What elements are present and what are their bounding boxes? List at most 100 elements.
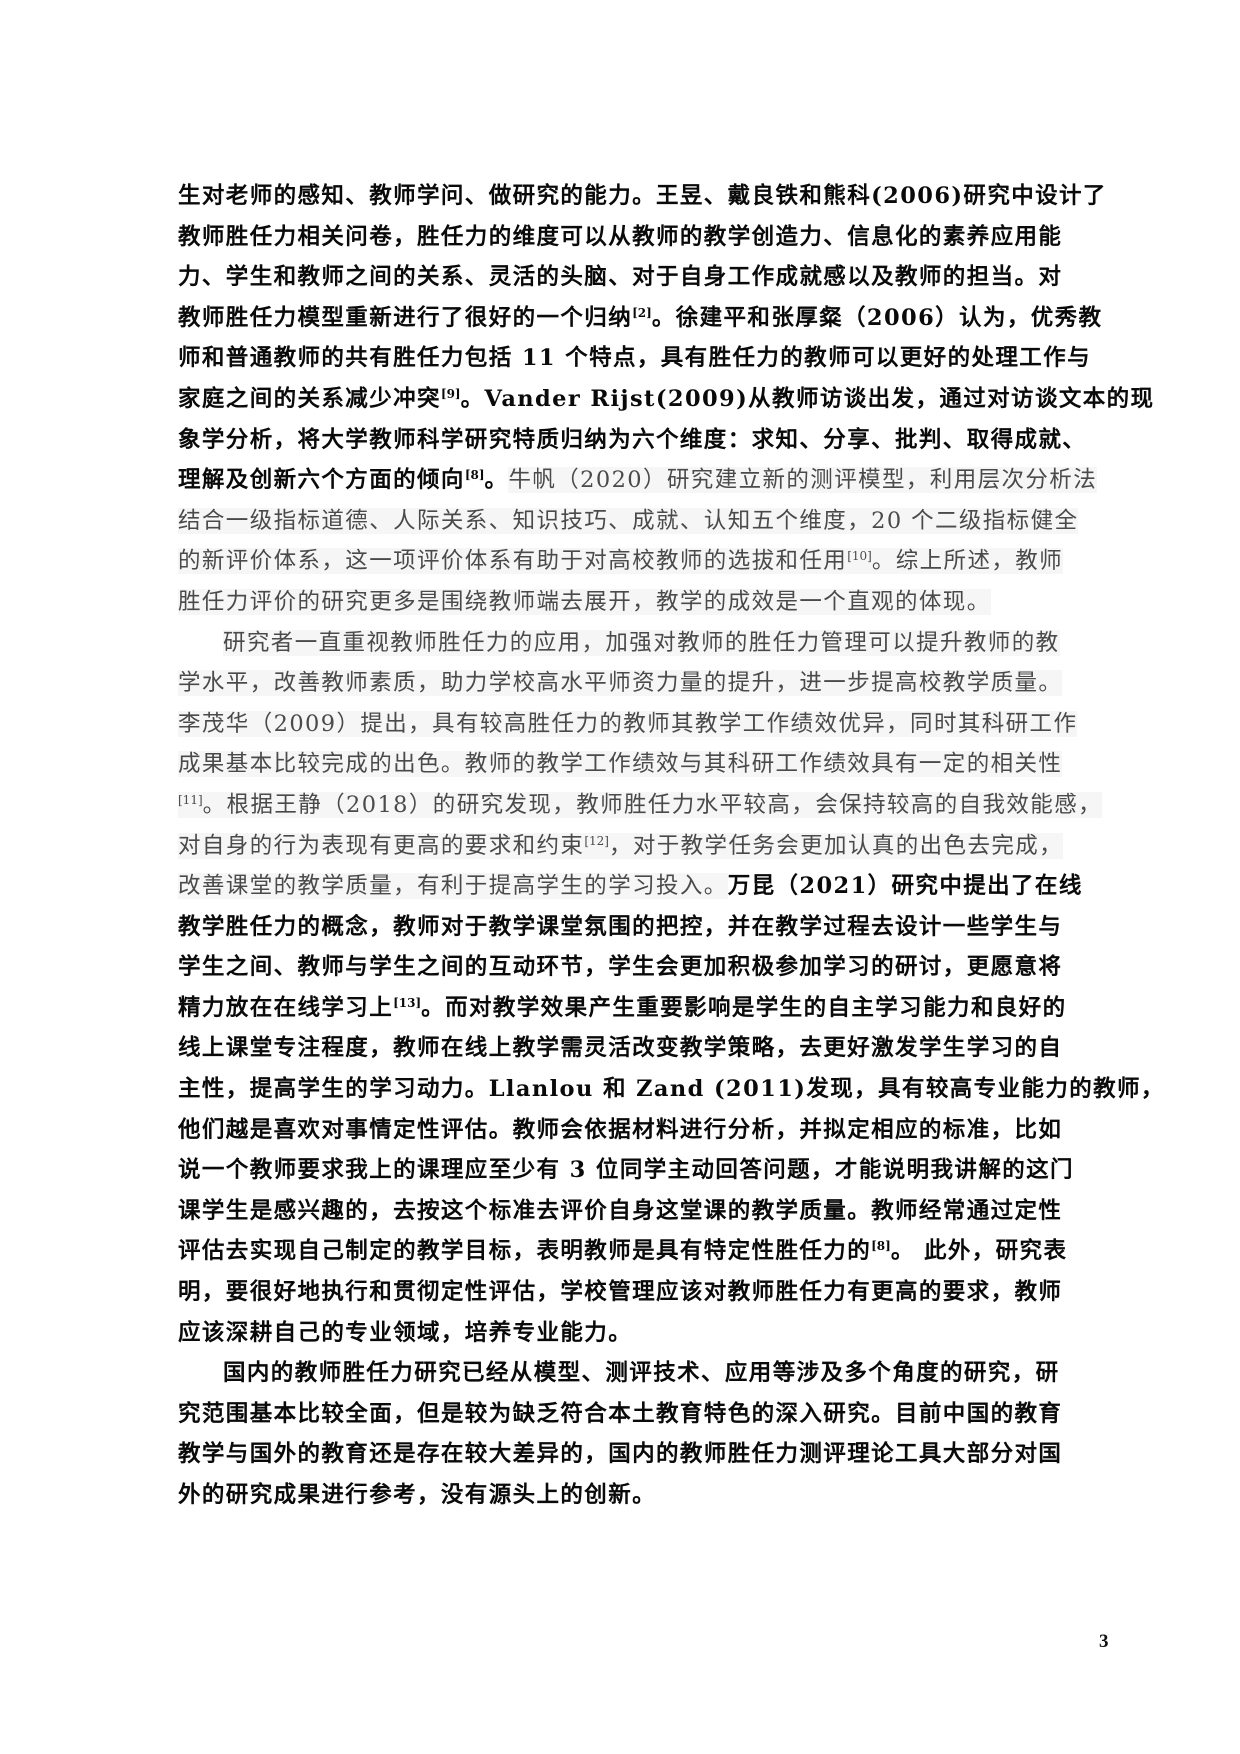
segment-text: 结合一级指标道德、人际关系、知识技巧、成就、认知五个维度，20 个二级指标健全 <box>178 507 1079 534</box>
segment-text-after: 。根据王静（2018）的研究发现，教师胜任力水平较高，会保持较高的自我效能感， <box>202 791 1103 818</box>
text-segment: 成果基本比较完成的出色。教师的教学工作绩效与其科研工作绩效具有一定的相关性 <box>178 751 1063 778</box>
segment-text: 生对老师的感知、教师学问、做研究的能力。王昱、戴良铁和熊科(2006)研究中设计… <box>178 183 1107 209</box>
segment-text: 外的研究成果进行参考，没有源头上的创新。 <box>178 1482 657 1508</box>
text-segment: 外的研究成果进行参考，没有源头上的创新。 <box>178 1482 656 1508</box>
segment-text: 家庭之间的关系减少冲突 <box>178 385 441 412</box>
text-line: [11]。根据王静（2018）的研究发现，教师胜任力水平较高，会保持较高的自我效… <box>178 785 1103 826</box>
text-line: 明，要很好地执行和贯彻定性评估，学校管理应该对教师胜任力有更高的要求，教师 <box>178 1272 1078 1313</box>
text-line: 外的研究成果进行参考，没有源头上的创新。 <box>178 1475 1078 1516</box>
text-line: 研究者一直重视教师胜任力的应用，加强对教师的胜任力管理可以提升教师的教 <box>178 623 1078 664</box>
text-line: 理解及创新六个方面的倾向[8]。牛帆（2020）研究建立新的测评模型，利用层次分… <box>178 460 1098 501</box>
segment-text-after: ，对于教学任务会更加认真的出色去完成， <box>608 832 1064 859</box>
text-line: 究范围基本比较全面，但是较为缺乏符合本土教育特色的深入研究。目前中国的教育 <box>178 1394 1078 1435</box>
citation-reference: [8] <box>871 1239 891 1254</box>
text-line: 师和普通教师的共有胜任力包括 11 个特点，具有胜任力的教师可以更好的处理工作与 <box>178 338 1090 379</box>
text-line: 象学分析，将大学教师科学研究特质归纳为六个维度：求知、分享、批判、取得成就、 <box>178 420 1085 461</box>
segment-text: 牛帆（2020）研究建立新的测评模型，利用层次分析法 <box>508 467 1098 494</box>
text-segment: 教学与国外的教育还是存在较大差异的，国内的教师胜任力测评理论工具大部分对国 <box>178 1441 1062 1467</box>
text-segment: 明，要很好地执行和贯彻定性评估，学校管理应该对教师胜任力有更高的要求，教师 <box>178 1279 1062 1305</box>
text-line: 他们越是喜欢对事情定性评估。教师会依据材料进行分析，并拟定相应的标准，比如 <box>178 1110 1078 1151</box>
text-line: 家庭之间的关系减少冲突[9]。Vander Rijst(2009)从教师访谈出发… <box>178 379 1153 420</box>
segment-text: 学生之间、教师与学生之间的互动环节，学生会更加积极参加学习的研讨，更愿意将 <box>178 954 1063 981</box>
text-segment: 家庭之间的关系减少冲突[9]。Vander Rijst(2009)从教师访谈出发… <box>178 386 1154 412</box>
segment-text: 主性，提高学生的学习动力。Llanlou 和 Zand (2011)发现，具有较… <box>178 1076 1165 1103</box>
text-segment: 学水平，改善教师素质，助力学校高水平师资力量的提升，进一步提高校教学质量。 <box>178 670 1063 697</box>
segment-text-after: 。徐建平和张厚粲（2006）认为，优秀教 <box>651 304 1103 331</box>
page-number: 3 <box>1099 1631 1109 1652</box>
text-segment: 的新评价体系，这一项评价体系有助于对高校教师的选拔和任用[10]。综上所述，教师 <box>178 548 1064 575</box>
segment-text-after: 。Vander Rijst(2009)从教师访谈出发，通过对访谈文本的现 <box>460 385 1155 412</box>
text-segment: 说一个教师要求我上的课理应至少有 3 位同学主动回答问题，才能说明我讲解的这门 <box>178 1157 1074 1183</box>
citation-reference: [11] <box>178 792 203 807</box>
segment-text: 李茂华（2009）提出，具有较高胜任力的教师其教学工作绩效优异，同时其科研工作 <box>178 710 1078 737</box>
text-line: 改善课堂的教学质量，有利于提高学生的学习投入。万昆（2021）研究中提出了在线 <box>178 866 1081 907</box>
segment-text: 力、学生和教师之间的关系、灵活的头脑、对于自身工作成就感以及教师的担当。对 <box>178 264 1063 291</box>
text-line: 李茂华（2009）提出，具有较高胜任力的教师其教学工作绩效优异，同时其科研工作 <box>178 704 1078 745</box>
text-line: 评估去实现自己制定的教学目标，表明教师是具有特定性胜任力的[8]。 此外，研究表 <box>178 1231 1078 1272</box>
text-segment: 教学胜任力的概念，教师对于教学课堂氛围的把控，并在教学过程去设计一些学生与 <box>178 914 1062 940</box>
text-segment: 生对老师的感知、教师学问、做研究的能力。王昱、戴良铁和熊科(2006)研究中设计… <box>178 183 1107 209</box>
text-segment: 李茂华（2009）提出，具有较高胜任力的教师其教学工作绩效优异，同时其科研工作 <box>178 710 1078 737</box>
segment-text: 象学分析，将大学教师科学研究特质归纳为六个维度：求知、分享、批判、取得成就、 <box>178 426 1087 453</box>
segment-text: 理解及创新六个方面的倾向 <box>178 467 465 494</box>
segment-text: 精力放在在线学习上 <box>178 994 394 1021</box>
text-segment: 理解及创新六个方面的倾向[8]。 <box>178 467 508 493</box>
segment-text: 师和普通教师的共有胜任力包括 11 个特点，具有胜任力的教师可以更好的处理工作与 <box>178 345 1091 372</box>
text-segment: 师和普通教师的共有胜任力包括 11 个特点，具有胜任力的教师可以更好的处理工作与 <box>178 345 1091 371</box>
segment-text: 成果基本比较完成的出色。教师的教学工作绩效与其科研工作绩效具有一定的相关性 <box>178 751 1063 778</box>
text-segment: 研究者一直重视教师胜任力的应用，加强对教师的胜任力管理可以提升教师的教 <box>223 629 1060 656</box>
text-line: 的新评价体系，这一项评价体系有助于对高校教师的选拔和任用[10]。综上所述，教师 <box>178 541 1078 582</box>
text-line: 主性，提高学生的学习动力。Llanlou 和 Zand (2011)发现，具有较… <box>178 1069 1163 1110</box>
segment-text: 应该深耕自己的专业领域，培养专业能力。 <box>178 1319 633 1346</box>
text-line: 对自身的行为表现有更高的要求和约束[12]，对于教学任务会更加认真的出色去完成， <box>178 826 1078 867</box>
text-line: 教师胜任力相关问卷，胜任力的维度可以从教师的教学创造力、信息化的素养应用能 <box>178 217 1078 258</box>
segment-text: 说一个教师要求我上的课理应至少有 3 位同学主动回答问题，才能说明我讲解的这门 <box>178 1157 1074 1184</box>
text-segment: 教师胜任力相关问卷，胜任力的维度可以从教师的教学创造力、信息化的素养应用能 <box>178 224 1062 250</box>
text-line: 应该深耕自己的专业领域，培养专业能力。 <box>178 1313 1078 1354</box>
text-line: 力、学生和教师之间的关系、灵活的头脑、对于自身工作成就感以及教师的担当。对 <box>178 257 1078 298</box>
text-segment: 精力放在在线学习上[13]。而对教学效果产生重要影响是学生的自主学习能力和良好的 <box>178 995 1066 1021</box>
citation-reference: [12] <box>584 833 609 848</box>
segment-text: 线上课堂专注程度，教师在线上教学需灵活改变教学策略，去更好激发学生学习的自 <box>178 1035 1063 1062</box>
segment-text: 教学胜任力的概念，教师对于教学课堂氛围的把控，并在教学过程去设计一些学生与 <box>178 913 1063 940</box>
text-segment: 教师胜任力模型重新进行了很好的一个归纳[2]。徐建平和张厚粲（2006）认为，优… <box>178 305 1102 331</box>
text-segment: 评估去实现自己制定的教学目标，表明教师是具有特定性胜任力的[8]。 此外，研究表 <box>178 1238 1067 1264</box>
citation-reference: [9] <box>440 386 461 401</box>
citation-reference: [2] <box>632 305 652 320</box>
segment-text-after: 。而对教学效果产生重要影响是学生的自主学习能力和良好的 <box>421 994 1067 1021</box>
text-line: 线上课堂专注程度，教师在线上教学需灵活改变教学策略，去更好激发学生学习的自 <box>178 1028 1078 1069</box>
text-line: 结合一级指标道德、人际关系、知识技巧、成就、认知五个维度，20 个二级指标健全 <box>178 501 1079 542</box>
segment-text: 国内的教师胜任力研究已经从模型、测评技术、应用等涉及多个角度的研究，研 <box>223 1360 1060 1387</box>
segment-text: 教学与国外的教育还是存在较大差异的，国内的教师胜任力测评理论工具大部分对国 <box>178 1441 1063 1468</box>
segment-text-after: 。综上所述，教师 <box>871 548 1064 575</box>
text-segment: 改善课堂的教学质量，有利于提高学生的学习投入。 <box>178 873 728 900</box>
text-segment: 课学生是感兴趣的，去按这个标准去评价自身这堂课的教学质量。教师经常通过定性 <box>178 1198 1062 1224</box>
text-segment: 万昆（2021）研究中提出了在线 <box>728 873 1083 899</box>
text-segment: 究范围基本比较全面，但是较为缺乏符合本土教育特色的深入研究。目前中国的教育 <box>178 1401 1062 1427</box>
text-line: 课学生是感兴趣的，去按这个标准去评价自身这堂课的教学质量。教师经常通过定性 <box>178 1191 1078 1232</box>
segment-text: 明，要很好地执行和贯彻定性评估，学校管理应该对教师胜任力有更高的要求，教师 <box>178 1279 1063 1306</box>
text-segment: 主性，提高学生的学习动力。Llanlou 和 Zand (2011)发现，具有较… <box>178 1076 1165 1102</box>
segment-text: 学水平，改善教师素质，助力学校高水平师资力量的提升，进一步提高校教学质量。 <box>178 670 1063 697</box>
segment-text: 胜任力评价的研究更多是围绕教师端去展开，教学的成效是一个直观的体现。 <box>178 588 991 615</box>
text-line: 国内的教师胜任力研究已经从模型、测评技术、应用等涉及多个角度的研究，研 <box>178 1353 1078 1394</box>
text-line: 学生之间、教师与学生之间的互动环节，学生会更加积极参加学习的研讨，更愿意将 <box>178 947 1078 988</box>
segment-text: 对自身的行为表现有更高的要求和约束 <box>178 832 585 859</box>
segment-text: 评估去实现自己制定的教学目标，表明教师是具有特定性胜任力的 <box>178 1238 872 1265</box>
segment-text-after: 。 此外，研究表 <box>890 1238 1068 1265</box>
text-segment: 胜任力评价的研究更多是围绕教师端去展开，教学的成效是一个直观的体现。 <box>178 588 991 615</box>
text-line: 生对老师的感知、教师学问、做研究的能力。王昱、戴良铁和熊科(2006)研究中设计… <box>178 176 1105 217</box>
text-segment: 牛帆（2020）研究建立新的测评模型，利用层次分析法 <box>508 467 1098 494</box>
text-segment: 对自身的行为表现有更高的要求和约束[12]，对于教学任务会更加认真的出色去完成， <box>178 832 1064 859</box>
text-line: 胜任力评价的研究更多是围绕教师端去展开，教学的成效是一个直观的体现。 <box>178 582 1078 623</box>
segment-text: 万昆（2021）研究中提出了在线 <box>727 873 1083 900</box>
text-line: 教学胜任力的概念，教师对于教学课堂氛围的把控，并在教学过程去设计一些学生与 <box>178 907 1078 948</box>
citation-reference: [10] <box>847 549 872 564</box>
segment-text: 究范围基本比较全面，但是较为缺乏符合本土教育特色的深入研究。目前中国的教育 <box>178 1400 1063 1427</box>
text-segment: 应该深耕自己的专业领域，培养专业能力。 <box>178 1320 632 1346</box>
text-segment: 线上课堂专注程度，教师在线上教学需灵活改变教学策略，去更好激发学生学习的自 <box>178 1035 1062 1061</box>
text-segment: 学生之间、教师与学生之间的互动环节，学生会更加积极参加学习的研讨，更愿意将 <box>178 954 1062 980</box>
text-segment: [11]。根据王静（2018）的研究发现，教师胜任力水平较高，会保持较高的自我效… <box>178 791 1103 818</box>
segment-text: 研究者一直重视教师胜任力的应用，加强对教师的胜任力管理可以提升教师的教 <box>223 629 1060 656</box>
